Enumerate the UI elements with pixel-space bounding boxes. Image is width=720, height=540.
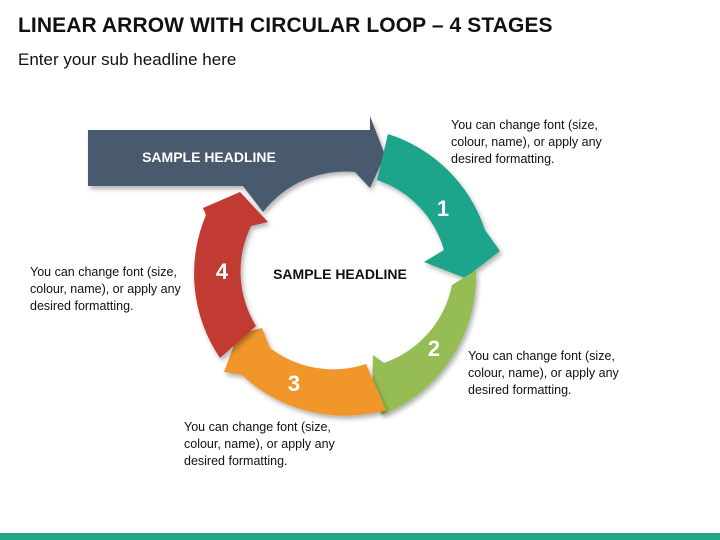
center-headline: SAMPLE HEADLINE [273, 266, 407, 282]
arrow-headline: SAMPLE HEADLINE [142, 149, 276, 165]
stage-4-description: You can change font (size, colour, name)… [30, 265, 181, 313]
stage-3-arrow [224, 328, 386, 416]
stage-3-number: 3 [288, 371, 300, 396]
stage-4-number: 4 [216, 259, 229, 284]
stage-3-description: You can change font (size, colour, name)… [184, 420, 335, 468]
stage-1-number: 1 [437, 196, 449, 221]
stage-1-arrow [377, 134, 500, 278]
stage-2-arrow [372, 270, 477, 415]
stage-2-number: 2 [428, 336, 440, 361]
stage-2-description: You can change font (size, colour, name)… [468, 349, 619, 397]
bottom-accent-bar [0, 533, 720, 540]
linear-arrow [88, 116, 385, 212]
page-subtitle: Enter your sub headline here [18, 50, 237, 69]
page-title: LINEAR ARROW WITH CIRCULAR LOOP – 4 STAG… [18, 14, 553, 37]
stage-4-arrow [194, 192, 268, 358]
stage-1-description: You can change font (size, colour, name)… [451, 118, 602, 166]
